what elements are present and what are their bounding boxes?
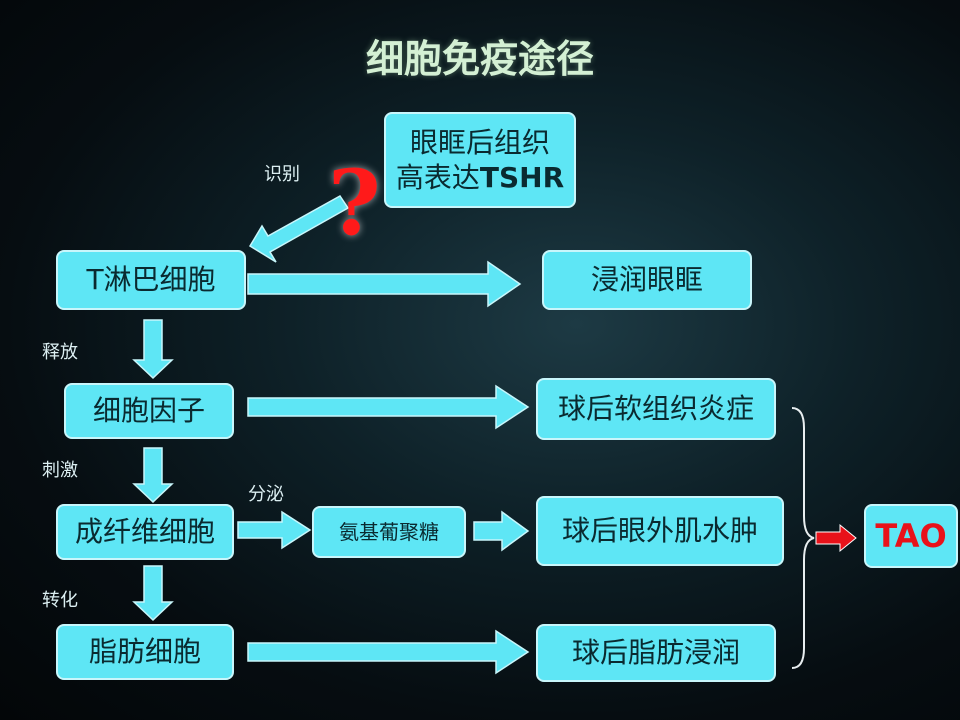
retro-muscle-edema-box: 球后眼外肌水肿 <box>536 496 784 566</box>
arrow-tcell-to-cytokine <box>132 319 174 380</box>
adipocyte-box: 脂肪细胞 <box>56 624 234 680</box>
orbit-tissue-line2-prefix: 高表达 <box>395 161 480 194</box>
arrow-to-tao <box>815 523 857 553</box>
recognize-arrow <box>248 195 350 263</box>
tshr-label: TSHR <box>479 161 565 194</box>
tao-box: TAO <box>864 504 958 568</box>
arrow-cytokine-to-fibroblast <box>132 447 174 504</box>
orbit-tissue-box: 眼眶后组织 高表达TSHR <box>384 112 576 208</box>
arrow-cytokine-to-softtissue <box>247 384 530 430</box>
page-title: 细胞免疫途径 <box>365 37 594 81</box>
orbit-tissue-line1: 眼眶后组织 <box>409 126 550 159</box>
arrow-adipocyte-to-fat <box>247 629 530 675</box>
fibroblast-box: 成纤维细胞 <box>56 504 234 560</box>
label-release: 释放 <box>42 342 78 363</box>
retro-soft-tissue-box: 球后软组织炎症 <box>536 378 776 440</box>
arrow-fibroblast-to-gag <box>237 510 312 550</box>
label-stimulate: 刺激 <box>42 460 78 481</box>
infiltrate-orbit-box: 浸润眼眶 <box>542 250 752 310</box>
label-transform: 转化 <box>42 590 78 611</box>
cytokine-box: 细胞因子 <box>64 383 234 439</box>
orbit-tissue-line2: 高表达TSHR <box>396 160 564 195</box>
label-recognize: 识别 <box>264 164 300 185</box>
arrow-tcell-to-infiltrate <box>247 260 522 308</box>
retro-fat-infiltrate-box: 球后脂肪浸润 <box>536 624 776 682</box>
arrow-fibroblast-to-adipocyte <box>132 565 174 622</box>
label-secrete: 分泌 <box>248 484 284 505</box>
right-brace <box>791 407 815 669</box>
question-mark: ? <box>328 150 381 256</box>
t-cell-box: T淋巴细胞 <box>56 250 246 310</box>
arrow-gag-to-edema <box>473 510 530 552</box>
gag-box: 氨基葡聚糖 <box>312 506 466 558</box>
